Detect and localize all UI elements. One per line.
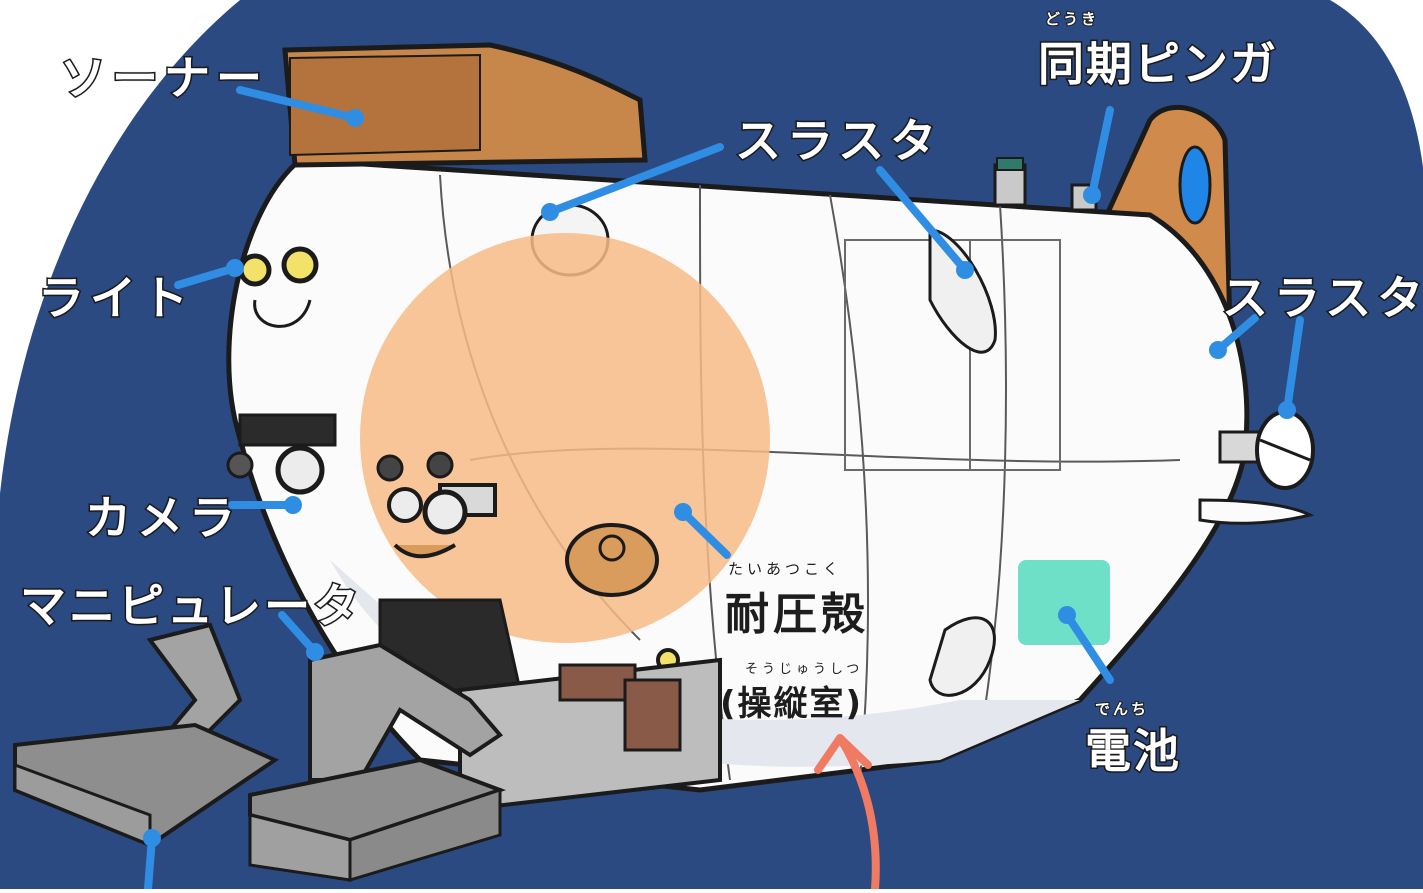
sample-basket-right — [248, 757, 506, 883]
leader-thruster-top-right — [876, 166, 969, 274]
label-thruster-right: スラスタ — [1220, 270, 1423, 327]
camera-cluster-center — [376, 451, 497, 535]
label-light: ライト — [37, 270, 194, 327]
label-sync-pinger: 同期ピンガ — [1037, 36, 1278, 93]
pressure-sphere — [360, 233, 770, 643]
ruby-pressure-hull: たいあつこく — [728, 560, 843, 578]
ruby-battery: でんち — [1094, 699, 1150, 719]
thruster-pod-side — [928, 228, 997, 354]
ruby-sync-pinger: どうき — [1044, 9, 1100, 29]
leader-sync-pinger — [1088, 106, 1114, 199]
leader-thruster-top-left — [546, 143, 724, 216]
tail-window — [1178, 145, 1212, 225]
label-manipulator: マニピュレータ — [18, 578, 363, 635]
label-thruster-top: スラスタ — [733, 113, 943, 170]
label-cockpit: (操縦室) — [720, 684, 864, 724]
label-pressure-hull: 耐圧殻 — [725, 589, 869, 640]
battery-panel — [1018, 560, 1110, 645]
leader-sonar — [236, 86, 359, 122]
light-left — [238, 253, 272, 287]
leader-battery — [1063, 611, 1114, 684]
label-battery: 電池 — [1084, 723, 1181, 780]
camera-cluster-left — [226, 413, 337, 495]
light-right — [281, 246, 319, 284]
sample-basket-left — [13, 722, 280, 848]
leader-thruster-right-b — [1283, 316, 1304, 414]
ruby-cockpit: そうじゅうしつ — [745, 662, 864, 677]
leader-light — [174, 264, 239, 289]
label-camera: カメラ — [84, 490, 241, 547]
leader-pressure-hull — [679, 508, 731, 559]
label-sonar: ソーナー — [59, 50, 268, 107]
